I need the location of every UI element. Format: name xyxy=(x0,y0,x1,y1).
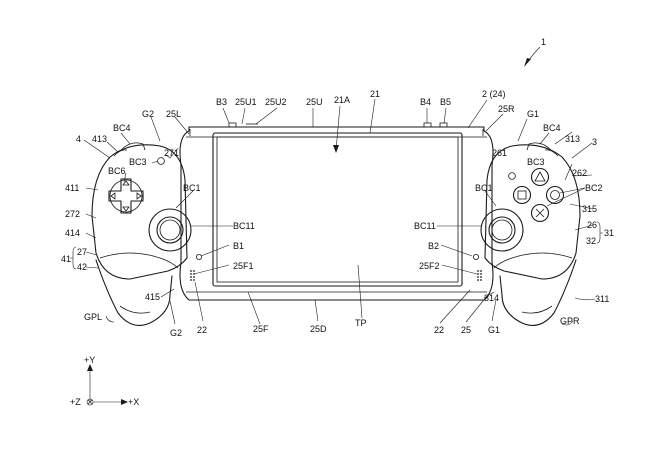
label-413: 413 xyxy=(92,134,107,144)
face-buttons xyxy=(512,167,565,223)
axis-label-plus-x: +X xyxy=(128,397,139,407)
label-b5: B5 xyxy=(440,97,451,107)
label-32: 32 xyxy=(586,236,596,246)
button-b4 xyxy=(423,122,432,128)
label-gpl: GPL xyxy=(84,312,102,322)
label-bc1-right: BC1 xyxy=(475,183,493,193)
cross-icon xyxy=(530,203,550,223)
label-272: 272 xyxy=(65,209,80,219)
reference-labels: 1 B3 25U1 25U2 25U 21A 21 B4 B5 2 (24) 2… xyxy=(61,37,614,338)
label-25u: 25U xyxy=(306,97,323,107)
label-261: 261 xyxy=(492,148,507,158)
label-b1: B1 xyxy=(233,241,244,251)
label-25u1: 25U1 xyxy=(235,97,257,107)
label-gpr: GPR xyxy=(560,316,580,326)
label-3: 3 xyxy=(592,137,597,147)
label-315: 315 xyxy=(582,204,597,214)
button-bc3-left xyxy=(157,157,165,165)
label-25d: 25D xyxy=(310,324,327,334)
button-b3 xyxy=(228,122,237,128)
label-31: 31 xyxy=(604,228,614,238)
label-27: 27 xyxy=(77,247,87,257)
square-icon xyxy=(512,185,532,205)
label-g1-top: G1 xyxy=(527,109,539,119)
label-22-left: 22 xyxy=(197,325,207,335)
circle-icon xyxy=(545,185,565,205)
speaker-grille-icon xyxy=(190,270,482,281)
label-25r: 25R xyxy=(498,104,515,114)
label-25: 25 xyxy=(461,325,471,335)
label-25l: 25L xyxy=(166,109,181,119)
label-bc4-right: BC4 xyxy=(543,123,561,133)
dpad-icon xyxy=(108,178,144,214)
right-analog-stick xyxy=(480,208,524,252)
label-411: 411 xyxy=(65,183,79,193)
right-grip xyxy=(480,142,581,326)
leader-lines xyxy=(70,46,603,326)
button-bc3-right xyxy=(508,172,516,180)
label-42: 42 xyxy=(77,262,87,272)
label-tp: TP xyxy=(355,318,367,328)
button-b1 xyxy=(195,253,202,260)
label-25f: 25F xyxy=(253,324,269,334)
label-b3: B3 xyxy=(216,97,227,107)
label-25f2: 25F2 xyxy=(419,261,440,271)
label-bc11-right: BC11 xyxy=(414,221,436,231)
label-41: 41 xyxy=(61,254,71,264)
label-g1-bottom: G1 xyxy=(488,325,500,335)
label-g2-bottom: G2 xyxy=(170,328,182,338)
label-21: 21 xyxy=(370,89,380,99)
label-bc3-right: BC3 xyxy=(527,157,545,167)
label-4: 4 xyxy=(76,134,81,144)
label-25u2: 25U2 xyxy=(265,97,287,107)
label-bc11-left: BC11 xyxy=(233,221,255,231)
label-b2: B2 xyxy=(428,241,439,251)
label-414: 414 xyxy=(65,228,80,238)
label-g2-top: G2 xyxy=(142,109,154,119)
label-311: 311 xyxy=(595,294,609,304)
label-314: 314 xyxy=(484,293,499,303)
triangle-icon xyxy=(530,167,550,187)
axis-label-plus-z: +Z xyxy=(70,397,81,407)
label-1: 1 xyxy=(541,37,546,47)
label-bc3-left: BC3 xyxy=(129,157,147,167)
label-b4: B4 xyxy=(420,97,431,107)
left-analog-stick xyxy=(148,208,192,252)
label-26: 26 xyxy=(587,220,597,230)
label-313: 313 xyxy=(565,134,580,144)
label-bc1-left: BC1 xyxy=(183,183,201,193)
axis-label-plus-y: +Y xyxy=(84,355,95,365)
label-25f1: 25F1 xyxy=(233,261,254,271)
label-2-24: 2 (24) xyxy=(482,89,506,99)
label-271: 271 xyxy=(164,148,179,158)
label-415: 415 xyxy=(145,292,160,302)
label-21a: 21A xyxy=(334,95,350,105)
label-bc6: BC6 xyxy=(108,166,126,176)
left-grip xyxy=(91,142,192,326)
button-b2 xyxy=(472,253,479,260)
coordinate-axes: +Y +X +Z xyxy=(70,355,139,407)
button-b5 xyxy=(439,122,448,128)
label-22-right: 22 xyxy=(434,325,444,335)
label-262: 262 xyxy=(572,168,587,178)
label-bc2: BC2 xyxy=(585,183,603,193)
label-bc4-left: BC4 xyxy=(113,123,131,133)
